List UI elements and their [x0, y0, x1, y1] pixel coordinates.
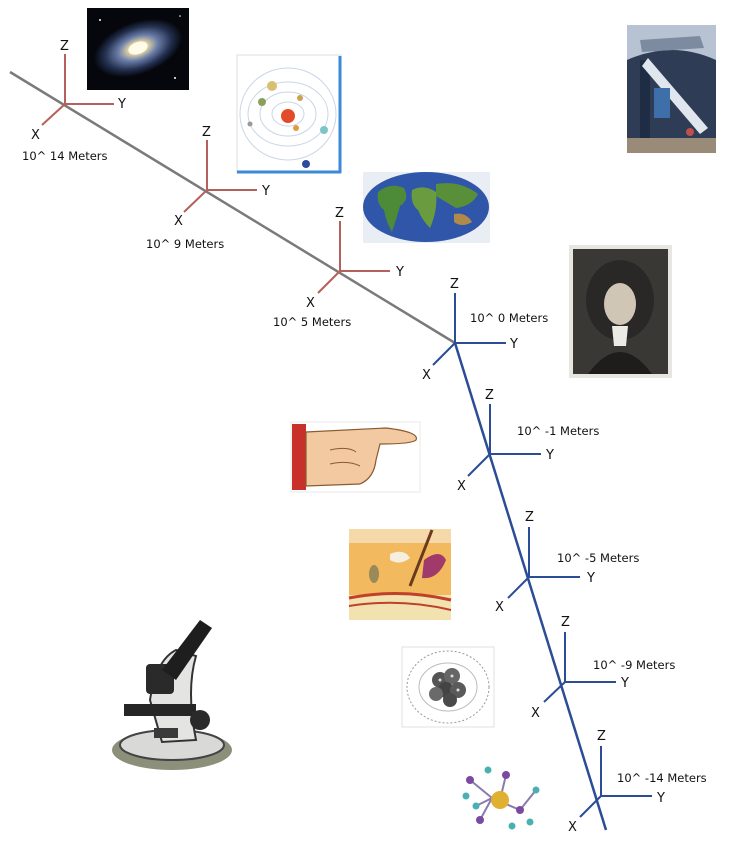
scale-label: 10^ -14 Meters: [617, 771, 707, 785]
x-axis-label: X: [457, 479, 466, 494]
scale-label: 10^ -5 Meters: [557, 551, 639, 565]
x-axis-label: X: [422, 368, 431, 383]
y-axis-label: Y: [656, 791, 665, 806]
z-axis-label: Z: [485, 388, 494, 403]
y-axis-label: Y: [545, 448, 554, 463]
x-axis-label: X: [495, 600, 504, 615]
z-axis-label: Z: [202, 125, 211, 140]
atom-nucleus-image: [401, 646, 495, 728]
x-axis-label: X: [568, 820, 577, 835]
scale-label: 10^ -1 Meters: [517, 424, 599, 438]
z-axis-label: Z: [60, 39, 69, 54]
scale-label: 10^ 0 Meters: [470, 311, 548, 325]
y-axis-label: Y: [586, 571, 595, 586]
scale-label: 10^ 5 Meters: [273, 315, 351, 329]
frame-10e-14: Z Y X 10^ -14 Meters: [568, 729, 707, 835]
macro-scale-line: [9, 70, 456, 345]
frame-10e9: Z Y X 10^ 9 Meters: [146, 125, 270, 251]
x-axis-label: X: [31, 128, 40, 143]
x-axis-label: X: [174, 214, 183, 229]
y-axis-label: Y: [395, 265, 404, 280]
z-axis-label: Z: [561, 615, 570, 630]
isaac-newton-portrait-image: [569, 245, 672, 378]
x-axis-label: X: [306, 296, 315, 311]
molecule-structure-image: [462, 766, 540, 830]
frame-10e-5: Z Y X 10^ -5 Meters: [495, 510, 639, 615]
scale-label: 10^ 9 Meters: [146, 237, 224, 251]
observatory-telescope-image: [627, 25, 716, 153]
scale-label: 10^ 14 Meters: [22, 149, 108, 163]
pointing-finger-image: [290, 421, 421, 493]
micro-scale-line: [453, 342, 608, 831]
y-axis-label: Y: [509, 337, 518, 352]
scale-label: 10^ -9 Meters: [593, 658, 675, 672]
y-axis-label: Y: [117, 97, 126, 112]
skin-cross-section-image: [348, 529, 452, 620]
galaxy-image: [87, 8, 189, 90]
world-map-image: [363, 172, 490, 243]
z-axis-label: Z: [525, 510, 534, 525]
frame-10e0: Z Y X 10^ 0 Meters: [422, 277, 548, 383]
microscope-image: [107, 618, 242, 780]
frame-10e14: Z Y X 10^ 14 Meters: [22, 39, 126, 163]
z-axis-label: Z: [335, 206, 344, 221]
x-axis-label: X: [531, 706, 540, 721]
z-axis-label: Z: [450, 277, 459, 292]
frame-10e-1: Z Y X 10^ -1 Meters: [457, 388, 599, 494]
frame-10e-9: Z Y X 10^ -9 Meters: [531, 615, 675, 721]
frame-10e5: Z Y X 10^ 5 Meters: [273, 206, 404, 329]
solar-system-image: [236, 54, 342, 174]
y-axis-label: Y: [620, 676, 629, 691]
y-axis-label: Y: [261, 184, 270, 199]
z-axis-label: Z: [597, 729, 606, 744]
